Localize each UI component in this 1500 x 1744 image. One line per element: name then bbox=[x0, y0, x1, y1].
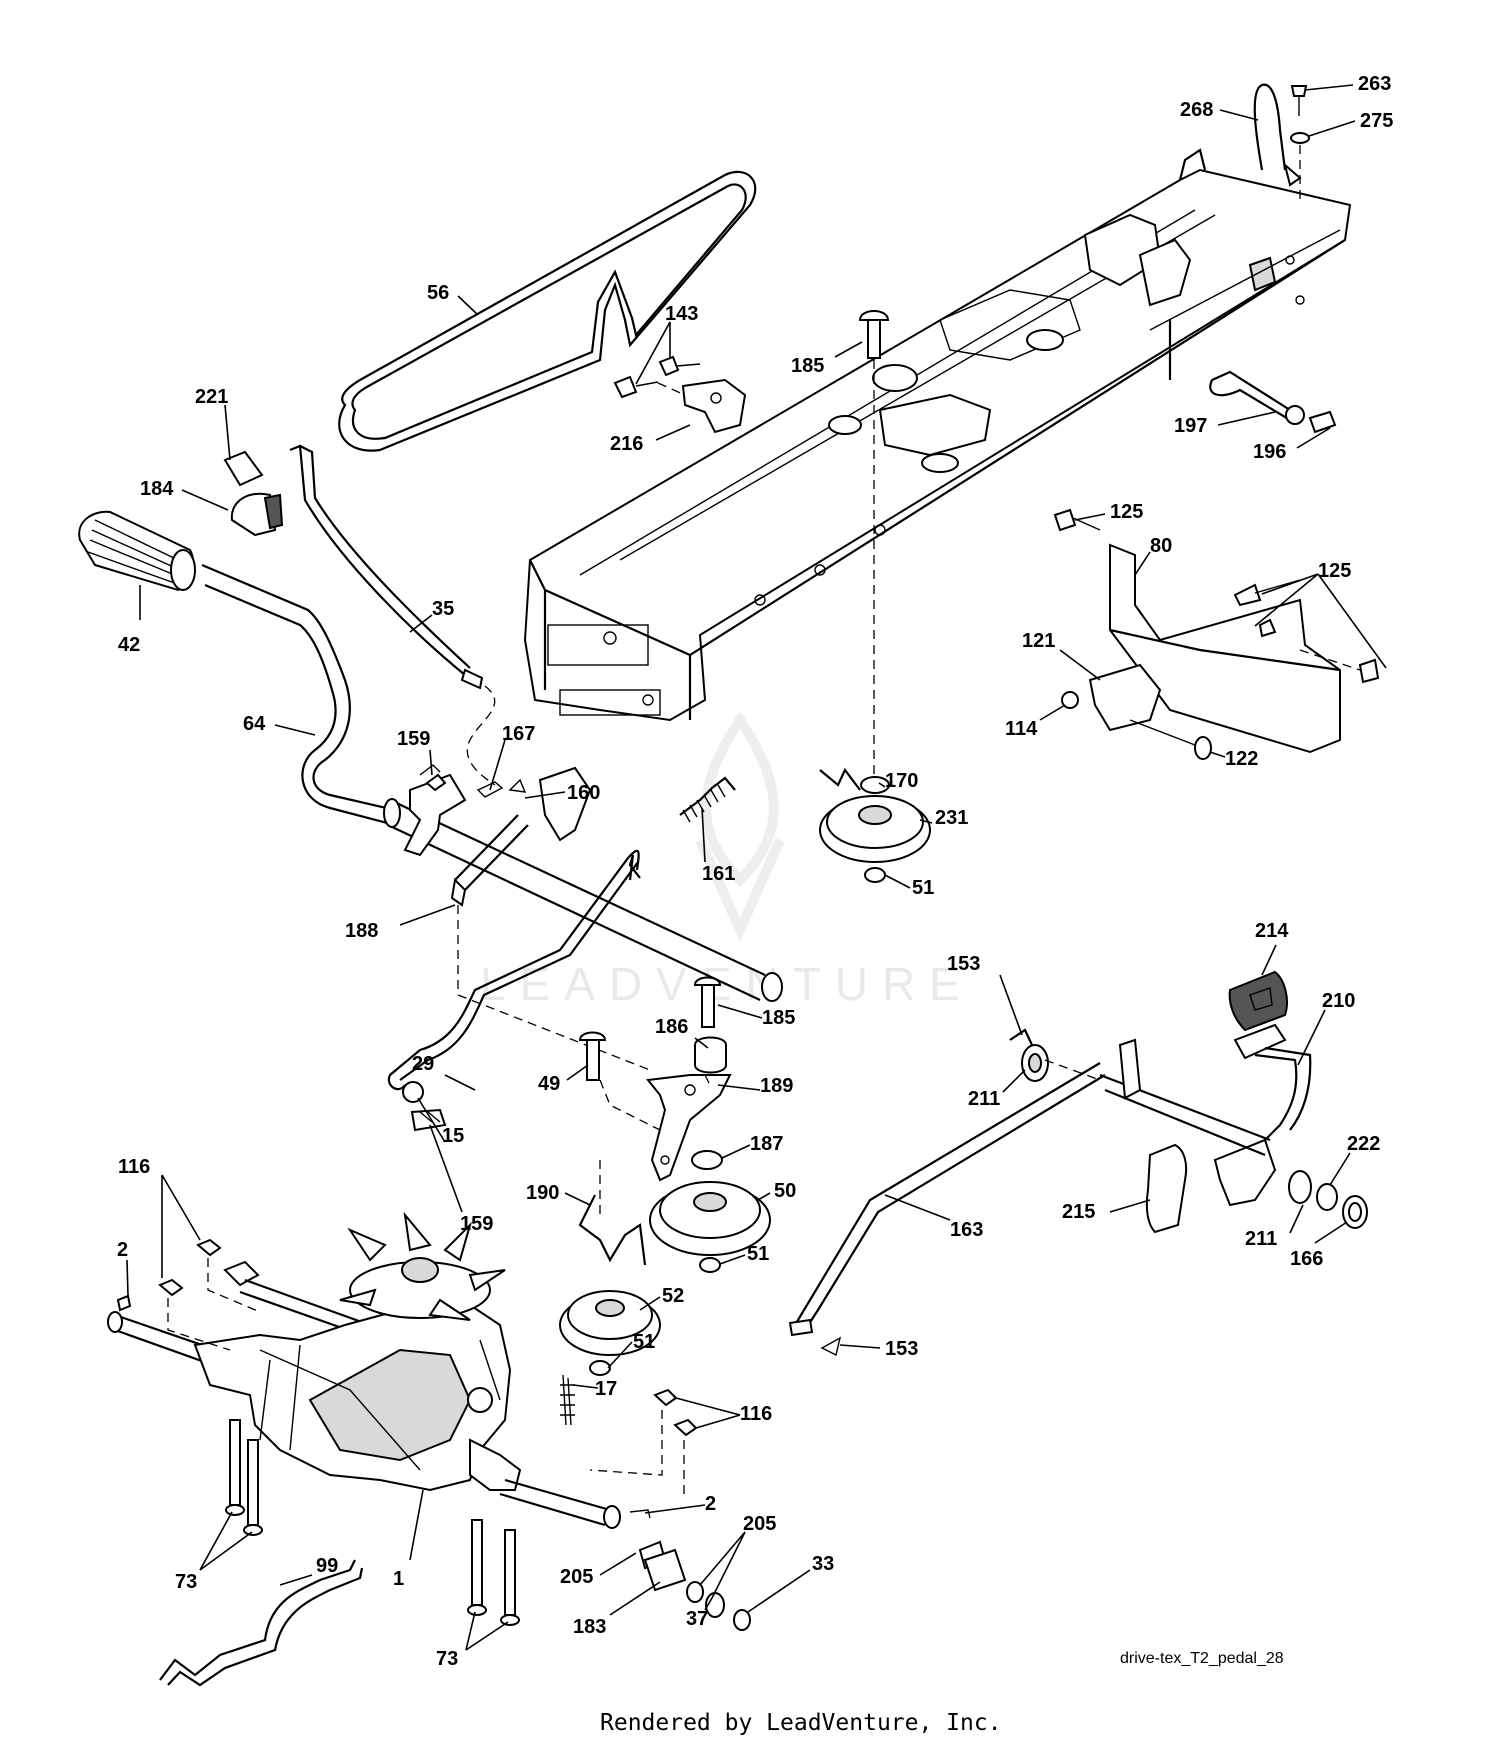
part-185-bolt-top bbox=[858, 310, 890, 800]
callout-1: 1 bbox=[393, 1568, 404, 1590]
part-56-belt bbox=[338, 170, 757, 452]
callout-190: 190 bbox=[526, 1182, 559, 1204]
part-231-pulley bbox=[819, 767, 931, 883]
callout-187: 187 bbox=[750, 1133, 783, 1155]
callout-210: 210 bbox=[1322, 990, 1355, 1012]
callout-116-right: 116 bbox=[740, 1403, 772, 1425]
callout-183: 183 bbox=[573, 1616, 606, 1638]
callout-125-right: 125 bbox=[1318, 560, 1351, 582]
part-161-spring bbox=[679, 776, 736, 823]
callout-185-top: 185 bbox=[791, 355, 824, 377]
part-163-rod bbox=[788, 1062, 1106, 1357]
callout-167: 167 bbox=[502, 723, 535, 745]
callout-275: 275 bbox=[1360, 110, 1393, 132]
callout-99: 99 bbox=[316, 1555, 338, 1577]
callout-51-mid: 51 bbox=[747, 1243, 769, 1265]
callout-42: 42 bbox=[118, 634, 140, 656]
part-221-184-42 bbox=[78, 450, 284, 592]
part-64-lever bbox=[201, 563, 396, 827]
callout-labels: 263 268 275 56 143 185 221 216 197 196 1… bbox=[117, 73, 1393, 1670]
callout-211-bottom: 211 bbox=[1245, 1228, 1277, 1250]
callout-205-right: 205 bbox=[743, 1513, 776, 1535]
part-268-rod bbox=[1253, 83, 1310, 200]
callout-143: 143 bbox=[665, 303, 698, 325]
callout-51-bottom: 51 bbox=[633, 1331, 655, 1353]
callout-205-left: 205 bbox=[560, 1566, 593, 1588]
callout-29: 29 bbox=[412, 1053, 434, 1075]
callout-35: 35 bbox=[432, 598, 454, 620]
part-hardware-left bbox=[116, 1238, 751, 1687]
callout-51-top: 51 bbox=[912, 877, 934, 899]
callout-2-left: 2 bbox=[117, 1239, 128, 1261]
part-80-shield bbox=[1053, 508, 1380, 760]
callout-161: 161 bbox=[702, 863, 735, 885]
callout-122: 122 bbox=[1225, 748, 1258, 770]
callout-197: 197 bbox=[1174, 415, 1207, 437]
callout-64: 64 bbox=[243, 713, 266, 735]
callout-159-top: 159 bbox=[397, 728, 430, 750]
callout-160: 160 bbox=[567, 782, 600, 804]
callout-166: 166 bbox=[1290, 1248, 1323, 1270]
callout-211-top: 211 bbox=[968, 1088, 1000, 1110]
part-189-bracket bbox=[578, 976, 732, 1182]
part-shaft-assembly bbox=[383, 764, 783, 1071]
callout-49: 49 bbox=[538, 1073, 560, 1095]
callout-56: 56 bbox=[427, 282, 449, 304]
callout-214: 214 bbox=[1255, 920, 1289, 942]
frame-assembly bbox=[523, 148, 1352, 722]
part-29-rod bbox=[387, 857, 639, 1132]
callout-196: 196 bbox=[1253, 441, 1286, 463]
callout-222: 222 bbox=[1347, 1133, 1380, 1155]
callout-268: 268 bbox=[1180, 99, 1213, 121]
callout-221: 221 bbox=[195, 386, 228, 408]
callout-15: 15 bbox=[442, 1125, 464, 1147]
credit-line: Rendered by LeadVenture, Inc. bbox=[600, 1710, 1002, 1736]
part-1-transaxle bbox=[107, 1211, 621, 1529]
callout-263: 263 bbox=[1358, 73, 1391, 95]
part-116-nuts-right bbox=[589, 1388, 698, 1500]
part-35-rod bbox=[289, 444, 496, 786]
callout-121: 121 bbox=[1022, 630, 1055, 652]
part-197-rod bbox=[1209, 370, 1337, 434]
part-52-pulley bbox=[559, 1160, 661, 1426]
callout-216: 216 bbox=[610, 433, 643, 455]
callout-153-top: 153 bbox=[947, 953, 980, 975]
callout-188: 188 bbox=[345, 920, 378, 942]
callout-73-bottom: 73 bbox=[436, 1648, 458, 1670]
callout-125-top: 125 bbox=[1110, 501, 1143, 523]
drawing-code: drive-tex_T2_pedal_28 bbox=[1120, 1650, 1284, 1667]
part-210-pedal bbox=[1009, 970, 1368, 1234]
callout-17: 17 bbox=[595, 1378, 617, 1400]
callout-184: 184 bbox=[140, 478, 174, 500]
callout-2-right: 2 bbox=[705, 1493, 716, 1515]
callout-215: 215 bbox=[1062, 1201, 1095, 1223]
callout-231: 231 bbox=[935, 807, 968, 829]
part-50-pulley bbox=[649, 1150, 771, 1273]
callout-189: 189 bbox=[760, 1075, 793, 1097]
callout-170: 170 bbox=[885, 770, 918, 792]
callout-33: 33 bbox=[812, 1553, 834, 1575]
callout-185-mid: 185 bbox=[762, 1007, 795, 1029]
callout-52: 52 bbox=[662, 1285, 684, 1307]
callout-159-mid: 159 bbox=[460, 1213, 493, 1235]
callout-80: 80 bbox=[1150, 535, 1172, 557]
callout-116-left: 116 bbox=[118, 1156, 150, 1178]
callout-153-bottom: 153 bbox=[885, 1338, 918, 1360]
callout-114: 114 bbox=[1005, 718, 1038, 740]
callout-163: 163 bbox=[950, 1219, 983, 1241]
callout-37: 37 bbox=[686, 1608, 708, 1630]
callout-186: 186 bbox=[655, 1016, 688, 1038]
callout-50: 50 bbox=[774, 1180, 796, 1202]
part-216-bracket bbox=[613, 355, 747, 434]
callout-73-left: 73 bbox=[175, 1571, 197, 1593]
